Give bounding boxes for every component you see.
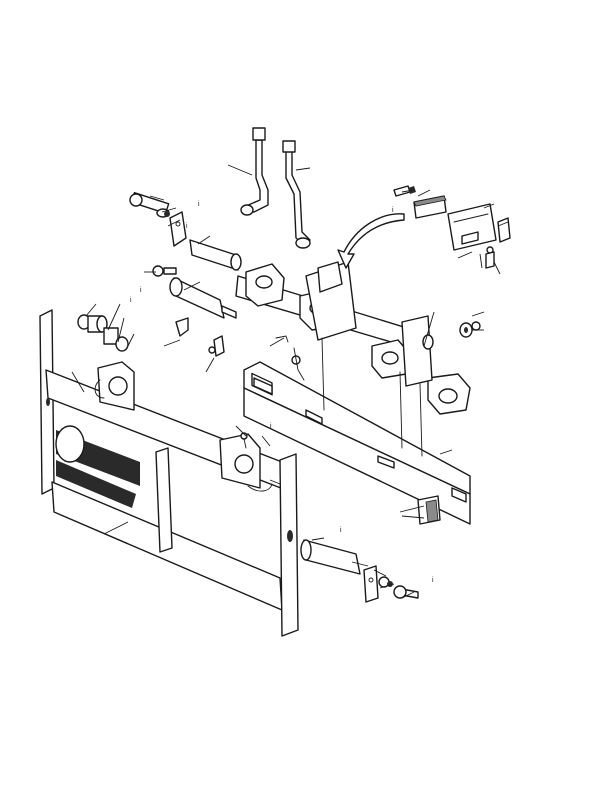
lower-pin-assembly [300, 495, 441, 603]
callout-6: i [270, 423, 272, 430]
hydraulic-cylinder [152, 265, 237, 357]
callout-3: i [140, 287, 142, 294]
callout-2: i [186, 223, 188, 230]
transverse-beam [235, 261, 471, 415]
callout-7: i [432, 577, 434, 584]
channel-beam [243, 337, 471, 525]
leader-lines [71, 164, 509, 599]
right-washer [459, 321, 481, 338]
callout-5: i [392, 207, 394, 214]
callout-8: i [340, 527, 342, 534]
callout-4: i [130, 297, 132, 304]
hydraulic-tubes [240, 127, 311, 249]
bushings [77, 314, 129, 352]
indicator-arrow [337, 213, 405, 269]
callout-1: i [198, 201, 200, 208]
switch-box [393, 185, 511, 269]
small-hardware [94, 335, 305, 492]
upper-pin-assembly [129, 191, 242, 271]
callout-labels: i i i i i i i i [130, 201, 434, 584]
carriage-frame [39, 309, 299, 637]
